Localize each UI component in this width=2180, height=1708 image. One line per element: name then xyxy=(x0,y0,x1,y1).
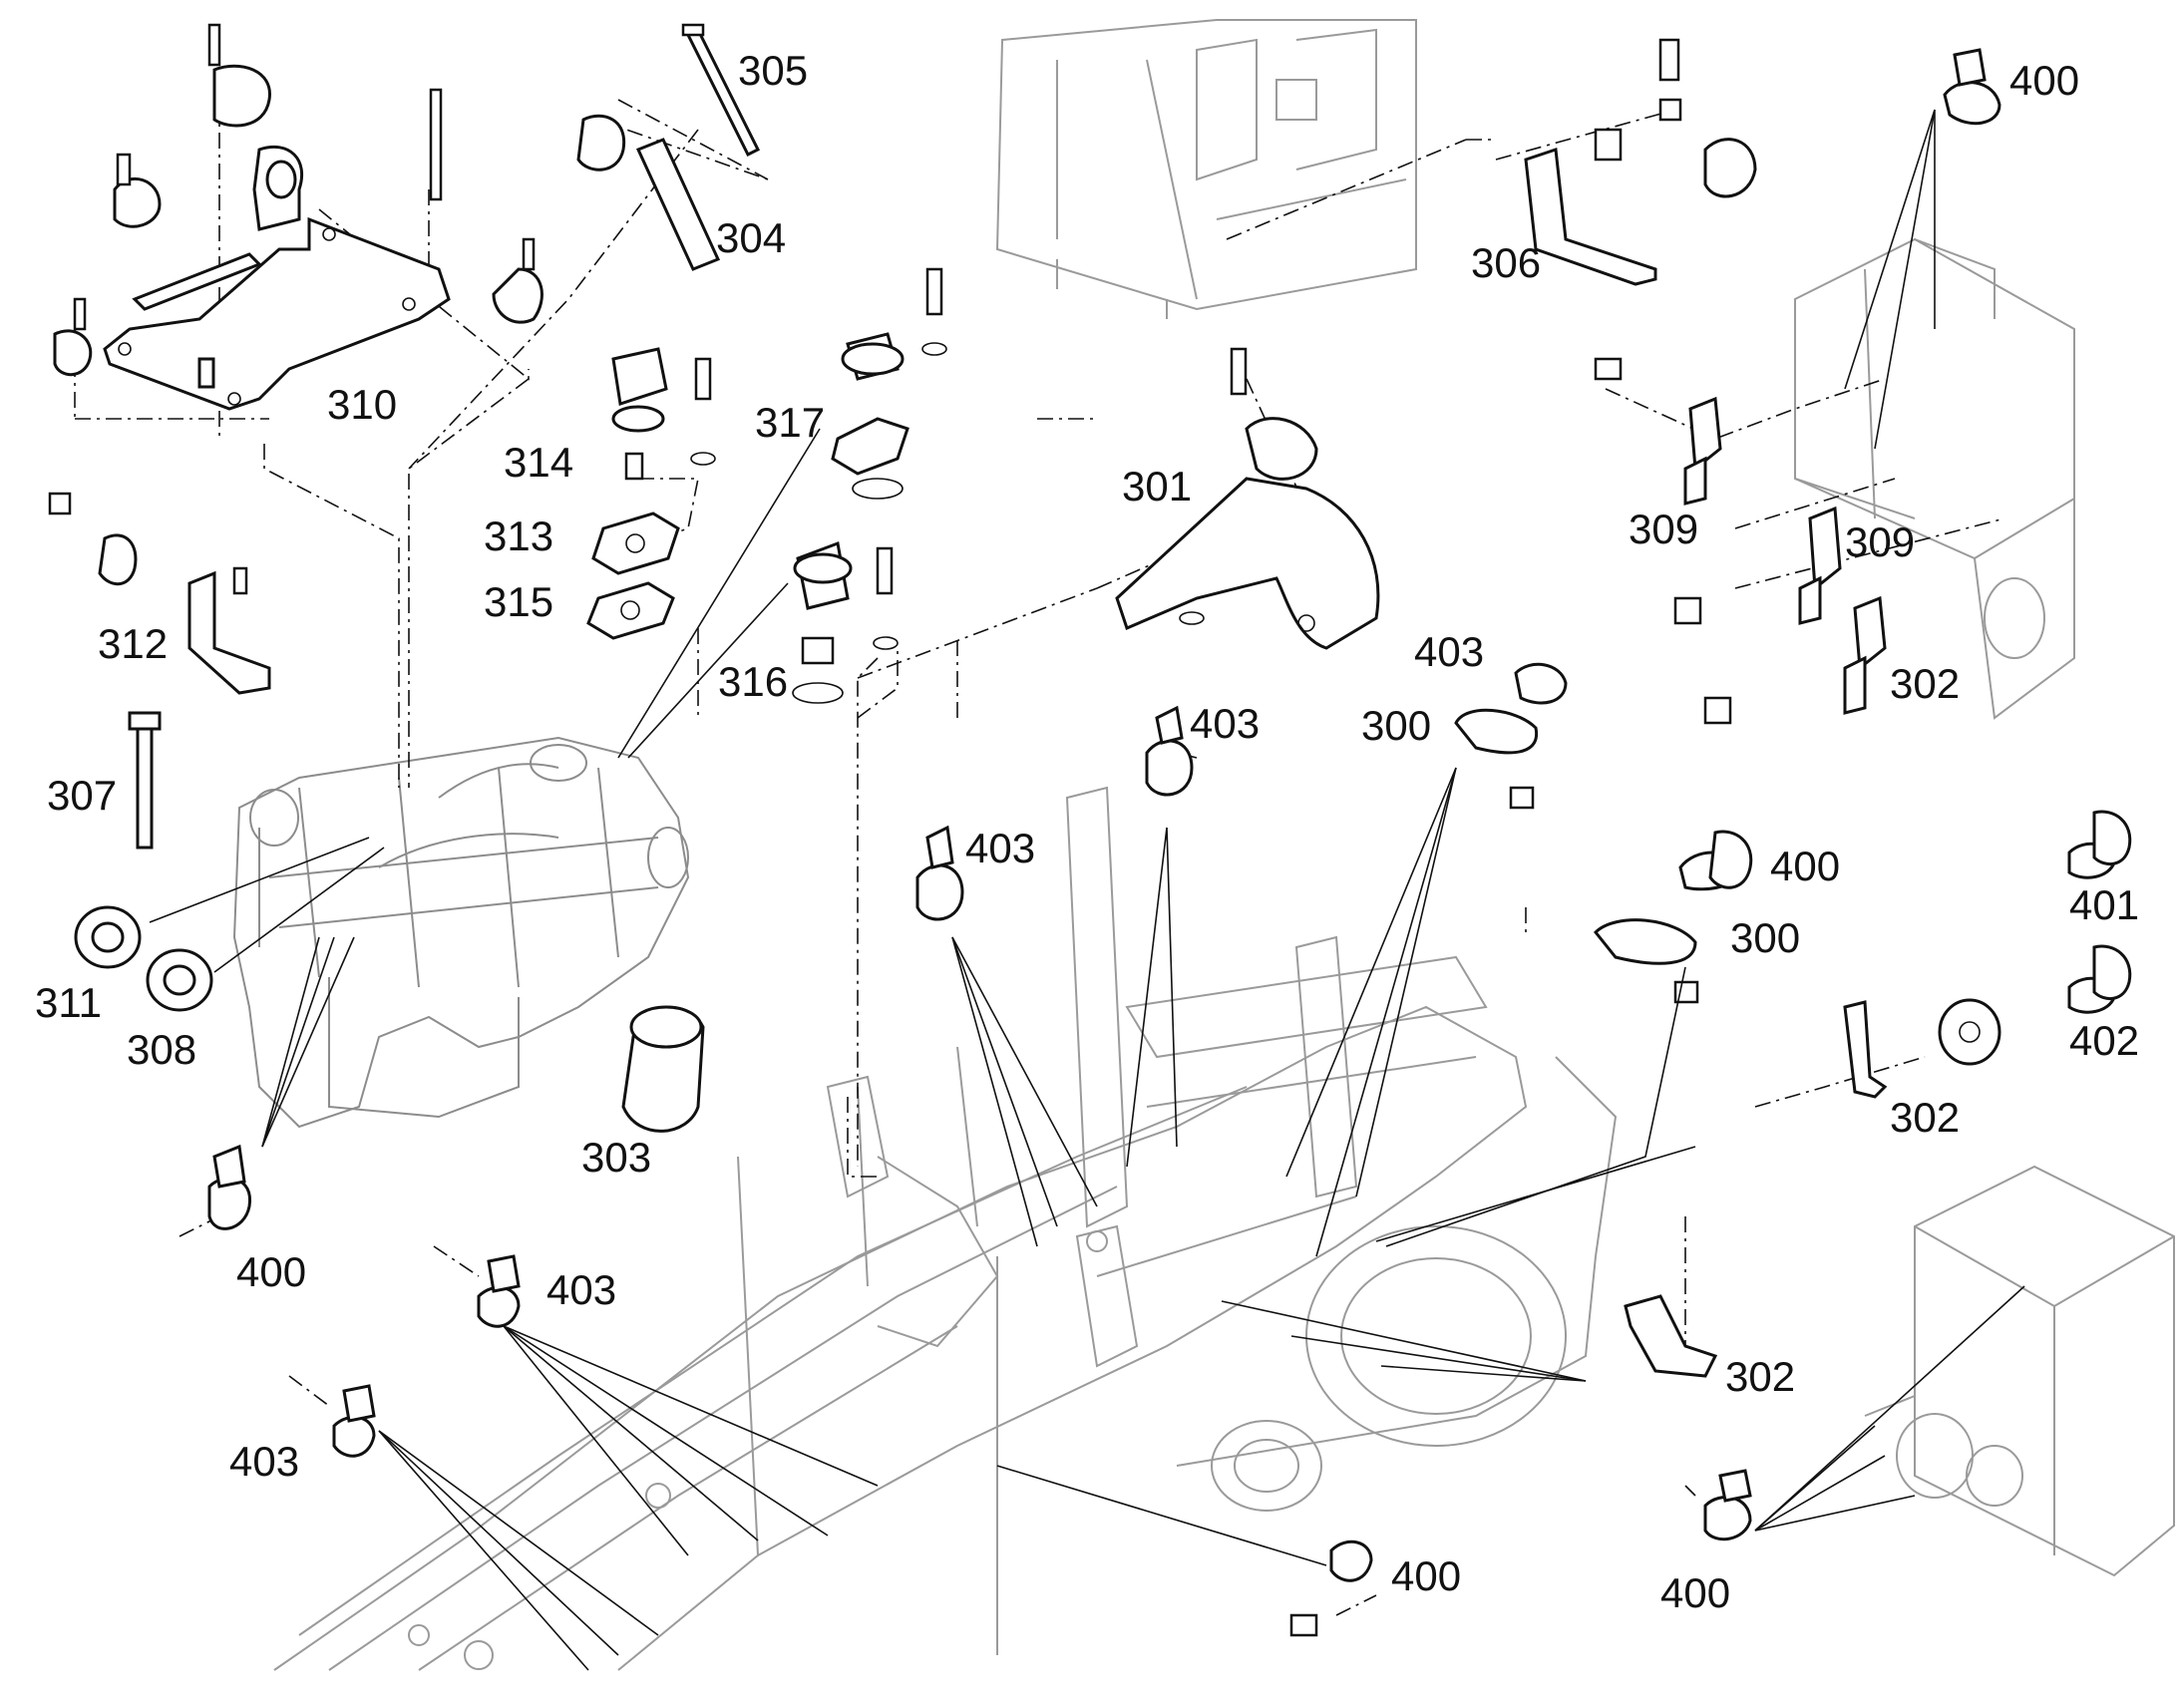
callout-311: 311 xyxy=(35,979,102,1026)
part-310-mounting-plate xyxy=(103,145,451,411)
callout-313: 313 xyxy=(484,512,553,559)
callout-403-lower-left: 403 xyxy=(229,1438,299,1485)
right-tank-ghost xyxy=(1794,237,2075,720)
clamp-400-403-group xyxy=(207,48,2132,1637)
part-306-bracket xyxy=(1524,38,1757,286)
callout-labels: 305 304 310 314 313 315 317 316 312 307 … xyxy=(35,47,2139,1616)
part-300-links xyxy=(1454,708,1699,1004)
callout-301: 301 xyxy=(1122,463,1192,510)
clamp-icons-310 xyxy=(53,23,544,377)
callout-315: 315 xyxy=(484,578,553,625)
part-303-elbow xyxy=(621,1005,705,1133)
part-313-315-flanges xyxy=(586,347,716,640)
part-316-317-mounts xyxy=(792,267,947,704)
callout-309-right: 309 xyxy=(1845,518,1915,565)
callout-401: 401 xyxy=(2069,881,2139,928)
part-309-302-clips-upper xyxy=(1594,357,1887,725)
callout-314: 314 xyxy=(504,439,573,486)
callout-400-bottom-centre: 400 xyxy=(1391,1552,1461,1599)
callout-400-bottom-right: 400 xyxy=(1660,1569,1730,1616)
callout-302-lower: 302 xyxy=(1725,1353,1795,1400)
callout-302-mid: 302 xyxy=(1890,1094,1960,1141)
callout-308: 308 xyxy=(127,1026,196,1073)
callout-300-upper: 300 xyxy=(1361,702,1431,749)
callout-302-upper: 302 xyxy=(1890,660,1960,707)
part-301-bracket xyxy=(1115,347,1380,650)
callout-403-right: 403 xyxy=(1414,628,1484,675)
callout-312: 312 xyxy=(98,620,168,667)
callout-300-lower: 300 xyxy=(1730,914,1800,961)
callout-303: 303 xyxy=(581,1134,651,1181)
callout-400-left: 400 xyxy=(236,1248,306,1295)
callout-309-left: 309 xyxy=(1629,506,1698,552)
callout-403-centre: 403 xyxy=(1190,700,1260,747)
callout-402: 402 xyxy=(2069,1017,2139,1064)
upper-cab-ghost xyxy=(995,19,1417,319)
part-312-bracket xyxy=(48,492,271,695)
callout-305: 305 xyxy=(738,47,808,94)
main-frame-ghost xyxy=(273,786,1618,1671)
callout-310: 310 xyxy=(327,381,397,428)
part-311-308-grommets xyxy=(74,905,213,1012)
callout-307: 307 xyxy=(47,772,117,819)
callout-400-mid-right: 400 xyxy=(1770,843,1840,889)
part-307-bolt xyxy=(128,711,162,850)
leader-lines xyxy=(149,109,2025,1671)
callout-400-top-right: 400 xyxy=(2009,57,2079,104)
engine-ghost xyxy=(232,736,690,1129)
callout-316: 316 xyxy=(718,658,788,705)
callout-306: 306 xyxy=(1471,239,1541,286)
callout-317: 317 xyxy=(755,399,825,446)
part-304-305-pin-and-sleeve xyxy=(576,23,761,271)
callout-403-centre-left: 403 xyxy=(965,825,1035,871)
callout-304: 304 xyxy=(716,214,786,261)
callout-403-lower-mid: 403 xyxy=(546,1266,616,1313)
lower-right-module-ghost xyxy=(1864,1165,2175,1577)
